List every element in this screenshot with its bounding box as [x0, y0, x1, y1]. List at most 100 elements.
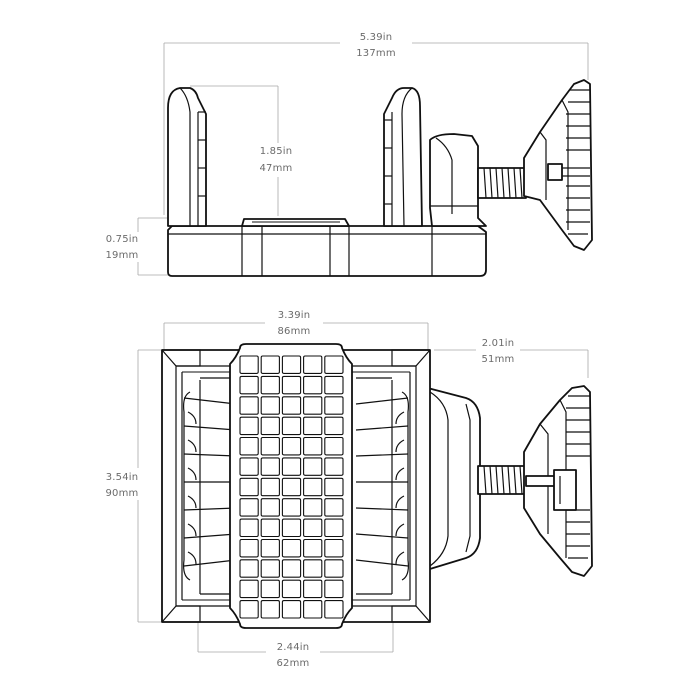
dim-cradle-depth: 3.54in 90mm [104, 349, 164, 623]
top-screw [477, 465, 529, 495]
grid-cell [260, 355, 280, 374]
grid-cell [239, 538, 259, 558]
grid-cells [239, 355, 344, 619]
grid-cell [260, 457, 280, 476]
grid-cell [260, 538, 280, 558]
grid-cell [239, 579, 259, 599]
grid-cell [239, 600, 259, 619]
grid-cell [260, 477, 280, 497]
cradle-depth-mm: 90mm [105, 488, 138, 499]
grid-cell [281, 396, 302, 415]
pad-width-mm: 62mm [276, 658, 309, 669]
grid-cell [303, 396, 323, 415]
grid-cell [324, 559, 344, 578]
grid-cell [260, 600, 280, 619]
pad-width-in: 2.44in [277, 642, 310, 653]
top-knob [523, 385, 593, 577]
grid-cell [281, 355, 302, 374]
grid-cell [239, 396, 259, 415]
grid-cell [303, 416, 323, 436]
base-height-in: 0.75in [106, 234, 139, 245]
grid-cell [260, 559, 280, 578]
grid-cell [324, 600, 344, 619]
grid-cell [303, 538, 323, 558]
grid-cell [324, 538, 344, 558]
grid-cell [324, 498, 344, 517]
grid-cell [303, 436, 323, 456]
grid-cell [303, 477, 323, 497]
grid-cell [324, 436, 344, 456]
grid-cell [324, 457, 344, 476]
base-height-mm: 19mm [105, 250, 138, 261]
knob-depth-mm: 51mm [481, 354, 514, 365]
grid-cell [260, 518, 280, 538]
front-knob [523, 79, 593, 251]
grid-cell [303, 375, 323, 395]
dim-arm-height: 1.85in 47mm [190, 85, 306, 216]
grid-cell [239, 355, 259, 374]
top-view [161, 343, 593, 629]
grid-cell [281, 498, 302, 517]
cradle-width-in: 3.39in [278, 310, 311, 321]
grid-cell [303, 559, 323, 578]
dim-cradle-width: 3.39in 86mm [163, 306, 429, 350]
top-right-fins [355, 377, 409, 595]
grid-cell [281, 600, 302, 619]
grid-cell [239, 518, 259, 538]
grid-cell [239, 498, 259, 517]
grid-cell [303, 579, 323, 599]
grid-cell [281, 457, 302, 476]
front-left-arm [167, 87, 207, 227]
grid-cell [324, 477, 344, 497]
grid-cell [239, 559, 259, 578]
grid-cell [303, 355, 323, 374]
top-side-block [419, 385, 481, 573]
overall-length-mm: 137mm [356, 48, 396, 59]
grid-cell [324, 396, 344, 415]
grid-cell [324, 355, 344, 374]
grid-cell [260, 579, 280, 599]
front-side-block [429, 133, 487, 227]
grid-cell [239, 477, 259, 497]
grid-cell [239, 436, 259, 456]
front-screw [477, 167, 527, 199]
grid-cell [260, 416, 280, 436]
cradle-depth-in: 3.54in [106, 472, 139, 483]
grid-cell [260, 396, 280, 415]
grid-cell [303, 498, 323, 517]
grid-cell [260, 498, 280, 517]
grid-cell [260, 375, 280, 395]
dim-overall-length: 5.39in 137mm [163, 30, 589, 215]
grid-cell [281, 559, 302, 578]
overall-length-in: 5.39in [360, 32, 393, 43]
dim-knob-depth: 2.01in 51mm [434, 336, 589, 378]
grid-cell [324, 375, 344, 395]
top-grid-pad [229, 343, 353, 629]
grid-cell [239, 416, 259, 436]
grid-cell [281, 416, 302, 436]
grid-cell [281, 518, 302, 538]
grid-cell [281, 579, 302, 599]
knob-depth-in: 2.01in [482, 338, 515, 349]
dim-pad-width: 2.44in 62mm [197, 622, 394, 671]
grid-cell [281, 538, 302, 558]
grid-cell [239, 457, 259, 476]
grid-cell [303, 518, 323, 538]
grid-cell [239, 375, 259, 395]
grid-cell [260, 436, 280, 456]
grid-cell [281, 436, 302, 456]
front-view [167, 79, 593, 277]
grid-cell [324, 416, 344, 436]
arm-height-mm: 47mm [259, 163, 292, 174]
grid-cell [281, 375, 302, 395]
front-right-arm [383, 87, 423, 227]
grid-cell [303, 457, 323, 476]
grid-cell [281, 477, 302, 497]
front-base [167, 218, 487, 277]
cradle-width-mm: 86mm [277, 326, 310, 337]
dim-base-height: 0.75in 19mm [104, 217, 170, 276]
grid-cell [324, 579, 344, 599]
grid-cell [303, 600, 323, 619]
